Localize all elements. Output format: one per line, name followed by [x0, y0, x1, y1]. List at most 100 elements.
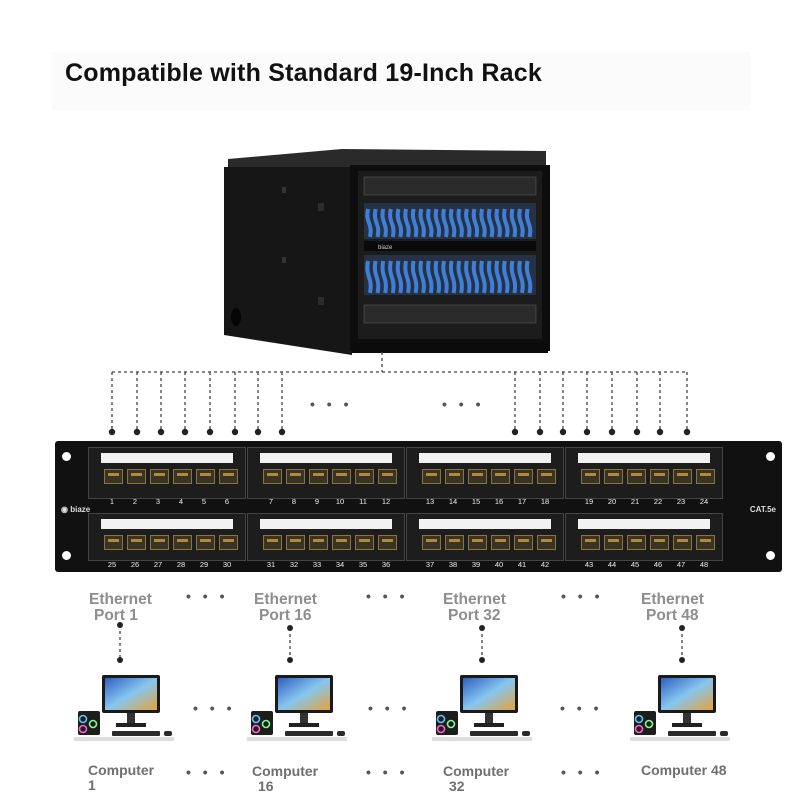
port-label-48: Ethernet Port 48: [641, 591, 704, 624]
rj45-port[interactable]: [673, 469, 692, 484]
rj45-port[interactable]: [332, 535, 351, 550]
drop-dot: [536, 428, 544, 436]
rj45-port[interactable]: [263, 535, 282, 550]
label-strip: [260, 519, 392, 529]
drop-dot: [608, 428, 616, 436]
port-number: 24: [699, 497, 709, 506]
label-dot: [479, 625, 485, 631]
rj45-port[interactable]: [468, 469, 487, 484]
rj45-port[interactable]: [173, 535, 192, 550]
rj45-port[interactable]: [355, 469, 374, 484]
category-label: CAT.5e: [749, 505, 776, 514]
computer-illustration: [245, 673, 355, 745]
rj45-port[interactable]: [445, 469, 464, 484]
port-number: 4: [178, 497, 184, 506]
ellipsis: • • •: [366, 588, 409, 604]
rj45-port[interactable]: [127, 535, 146, 550]
port-number: 46: [653, 560, 663, 569]
port-number: 29: [199, 560, 209, 569]
rj45-port[interactable]: [445, 535, 464, 550]
rj45-port[interactable]: [422, 469, 441, 484]
computer-label-48: Computer 48: [641, 762, 727, 778]
rj45-port[interactable]: [422, 535, 441, 550]
rj45-port[interactable]: [537, 535, 556, 550]
rj45-port[interactable]: [196, 469, 215, 484]
rj45-port[interactable]: [604, 535, 623, 550]
label-dot: [679, 625, 685, 631]
rj45-port[interactable]: [355, 535, 374, 550]
cable-loop: [372, 208, 381, 238]
rj45-port[interactable]: [309, 535, 328, 550]
port-label-16: Ethernet Port 16: [254, 591, 317, 624]
port-number: 6: [224, 497, 230, 506]
rj45-port[interactable]: [491, 535, 510, 550]
rj45-port[interactable]: [104, 469, 123, 484]
rj45-port[interactable]: [604, 469, 623, 484]
rj45-port[interactable]: [627, 469, 646, 484]
label-strip: [578, 519, 710, 529]
cable-loop: [388, 208, 396, 238]
cable-loop: [418, 208, 426, 238]
computer-label-1: Computer 1: [88, 762, 155, 793]
cable-loop: [517, 260, 525, 294]
cable-loop: [441, 260, 449, 294]
label-dot: [287, 625, 293, 631]
rj45-port[interactable]: [263, 469, 282, 484]
rj45-port[interactable]: [196, 535, 215, 550]
rj45-port[interactable]: [514, 469, 533, 484]
cable-loop: [502, 208, 510, 238]
cable-loop: [395, 260, 404, 294]
port-number: 21: [630, 497, 640, 506]
rj45-port[interactable]: [378, 469, 397, 484]
rj45-port[interactable]: [537, 469, 556, 484]
cable-loop: [524, 208, 533, 238]
cable-loop: [388, 260, 396, 294]
cable-loop: [509, 260, 518, 294]
rj45-port[interactable]: [104, 535, 123, 550]
rj45-port[interactable]: [650, 469, 669, 484]
port-number: 19: [584, 497, 594, 506]
mount-hole: [62, 551, 71, 560]
rj45-port[interactable]: [581, 535, 600, 550]
rj45-port[interactable]: [378, 535, 397, 550]
rj45-port[interactable]: [219, 469, 238, 484]
rj45-port[interactable]: [491, 469, 510, 484]
rj45-port[interactable]: [150, 535, 169, 550]
rj45-port[interactable]: [309, 469, 328, 484]
port-number: 3: [155, 497, 161, 506]
port-number: 39: [471, 560, 481, 569]
rj45-port[interactable]: [673, 535, 692, 550]
rj45-port[interactable]: [173, 469, 192, 484]
port-number: 11: [359, 497, 367, 506]
cable-loop: [372, 260, 381, 294]
port-number: 27: [153, 560, 163, 569]
cable-loop: [380, 208, 388, 238]
label-strip: [419, 453, 551, 463]
label-strip: [419, 519, 551, 529]
port-number: 16: [494, 497, 504, 506]
rj45-port[interactable]: [468, 535, 487, 550]
rj45-port[interactable]: [150, 469, 169, 484]
cable-loop: [456, 260, 464, 294]
drop-dot: [656, 428, 664, 436]
ellipsis: • • •: [561, 588, 604, 604]
rj45-port[interactable]: [286, 469, 305, 484]
rj45-port[interactable]: [650, 535, 669, 550]
rj45-port[interactable]: [514, 535, 533, 550]
port-number: 45: [630, 560, 640, 569]
drop-dot: [157, 428, 165, 436]
rj45-port[interactable]: [627, 535, 646, 550]
rj45-port[interactable]: [581, 469, 600, 484]
port-number: 18: [540, 497, 550, 506]
port-number: 10: [335, 497, 345, 506]
rj45-port[interactable]: [696, 535, 715, 550]
rj45-port[interactable]: [127, 469, 146, 484]
rj45-port[interactable]: [696, 469, 715, 484]
rj45-port[interactable]: [286, 535, 305, 550]
cable-loop: [448, 260, 457, 294]
rj45-port[interactable]: [332, 469, 351, 484]
port-number: 12: [381, 497, 391, 506]
port-number: 43: [584, 560, 594, 569]
rj45-port[interactable]: [219, 535, 238, 550]
